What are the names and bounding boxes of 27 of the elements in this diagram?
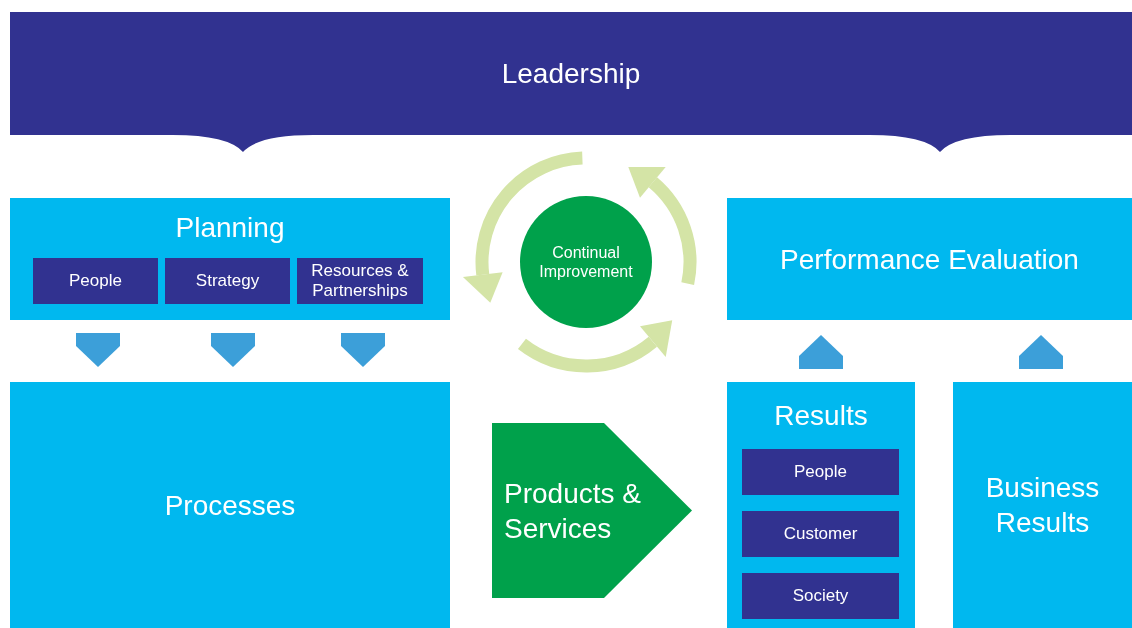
node-label: Processes <box>163 488 297 523</box>
processes-box <box>10 382 450 628</box>
panel-heading: Planning <box>174 210 286 245</box>
results-panel <box>727 382 915 628</box>
node-label: Strategy <box>194 270 261 293</box>
resources-box <box>297 258 423 304</box>
society-box <box>742 573 899 619</box>
people-box <box>742 449 899 495</box>
strategy-box <box>165 258 290 304</box>
products-arrow-shape <box>492 423 692 598</box>
node-label: Leadership <box>500 57 642 91</box>
panel-heading: Results <box>773 398 869 433</box>
evaluation-box <box>727 198 1132 320</box>
node-label: Continual Improvement <box>538 242 634 282</box>
customer-box <box>742 511 899 557</box>
node-label: Resources & Partnerships <box>310 260 410 302</box>
node-label: Business Results <box>984 471 1101 540</box>
business-results-box <box>953 382 1132 628</box>
planning-panel <box>10 198 450 320</box>
leadership-banner <box>10 12 1132 152</box>
node-label: People <box>793 461 848 484</box>
people-box <box>33 258 158 304</box>
node-label: Customer <box>782 523 859 546</box>
node-label: Products & Services <box>504 476 642 546</box>
node-label: Society <box>791 585 850 608</box>
node-label: People <box>68 270 123 293</box>
node-label: Performance Evaluation <box>779 242 1080 277</box>
